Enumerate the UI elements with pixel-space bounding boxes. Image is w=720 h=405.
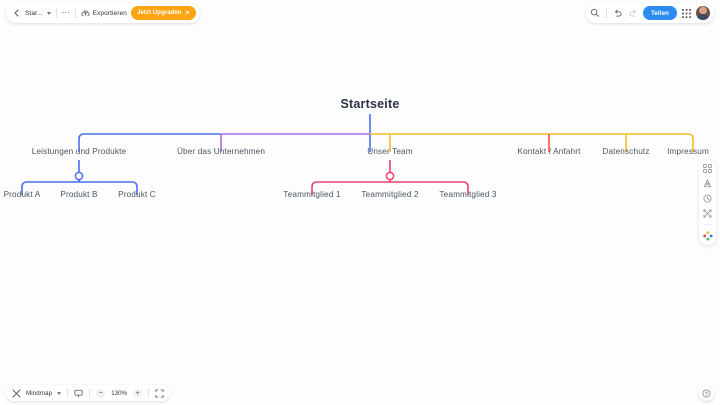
upgrade-button[interactable]: Jetzt Upgraden [130, 6, 196, 20]
toolbar-divider [89, 388, 91, 398]
theme-style-icon[interactable] [703, 179, 712, 188]
layout-grid-icon[interactable] [703, 164, 712, 173]
right-tool-rail [699, 160, 716, 245]
undo-icon[interactable] [613, 8, 623, 18]
mindmap-node-produkt-c[interactable]: Produkt C [118, 190, 156, 199]
help-button[interactable] [699, 385, 714, 401]
upgrade-label: Jetzt Upgraden [136, 10, 182, 16]
mindmap-node-teammitglied-3[interactable]: Teammitglied 3 [439, 190, 497, 199]
more-horizontal-icon[interactable]: ⋯ [61, 8, 71, 17]
document-title[interactable]: Star... [25, 9, 43, 17]
share-button[interactable]: Teilen [642, 6, 677, 20]
zoom-level-value[interactable]: 130% [111, 389, 128, 397]
mindmap-node-teammitglied-2[interactable]: Teammitglied 2 [361, 190, 419, 199]
export-button[interactable]: Exportieren [81, 9, 127, 18]
mindmap-node-produkt-b[interactable]: Produkt B [60, 190, 98, 199]
redo-icon[interactable] [628, 8, 638, 18]
bottom-toolbar: Mindmap − 130% + [0, 381, 720, 405]
toolbar-divider [67, 388, 69, 398]
grid-apps-icon[interactable] [682, 8, 691, 18]
zoom-in-button[interactable]: + [133, 388, 143, 398]
toolbar-divider [605, 8, 607, 18]
mindmap-node-kontakt-anfahrt[interactable]: Kontakt / Anfahrt [517, 147, 581, 156]
toolbar-divider [75, 8, 77, 18]
ai-sparkle-icon[interactable] [702, 231, 713, 241]
rail-divider [703, 224, 712, 225]
toolbar-divider [55, 8, 57, 18]
toolbar-divider [148, 388, 150, 398]
mindmap-node-unser-team[interactable]: Unser Team [367, 147, 413, 156]
mindmap-node-impressum[interactable]: Impressum [667, 147, 709, 156]
mindmap-node-leistungen-und-produkte[interactable]: Leistungen und Produkte [31, 147, 127, 156]
mindmap-node-ueber-das-unternehmen[interactable]: Über das Unternehmen [176, 147, 266, 156]
arrow-up-right-icon [184, 10, 190, 16]
top-toolbar: Star... ⋯ Exportieren Jetzt Upgraden [0, 0, 720, 26]
mindmap-node-produkt-a[interactable]: Produkt A [3, 190, 41, 199]
chevron-down-icon[interactable] [46, 11, 51, 15]
chevron-down-icon[interactable] [57, 391, 62, 395]
mindmap-tree: Startseite Leistungen und Produkte Über … [0, 26, 720, 381]
mindmap-icon[interactable] [12, 388, 21, 398]
chevron-left-icon[interactable] [12, 8, 21, 19]
mindmap-canvas[interactable]: Startseite Leistungen und Produkte Über … [0, 26, 720, 381]
fit-screen-icon[interactable] [155, 388, 164, 398]
export-cloud-icon [81, 9, 90, 18]
bottom-left-group: Mindmap − 130% + [6, 385, 171, 401]
zoom-out-button[interactable]: − [96, 388, 106, 398]
share-label: Teilen [650, 9, 669, 17]
mindmap-node-teammitglied-1[interactable]: Teammitglied 1 [283, 190, 341, 199]
arrange-shuffle-icon[interactable] [703, 209, 712, 218]
mindmap-connectors [21, 114, 694, 195]
user-avatar[interactable] [696, 6, 710, 20]
history-clock-icon[interactable] [703, 194, 712, 203]
search-icon[interactable] [590, 8, 600, 18]
mode-label[interactable]: Mindmap [26, 389, 53, 397]
toolbar-right-group: Teilen [585, 3, 714, 23]
mindmap-node-root[interactable]: Startseite [340, 97, 400, 111]
mindmap-node-datenschutz[interactable]: Datenschutz [602, 147, 650, 156]
export-label: Exportieren [92, 9, 127, 17]
presentation-icon[interactable] [74, 389, 83, 398]
toolbar-left-group: Star... ⋯ Exportieren Jetzt Upgraden [6, 3, 200, 23]
